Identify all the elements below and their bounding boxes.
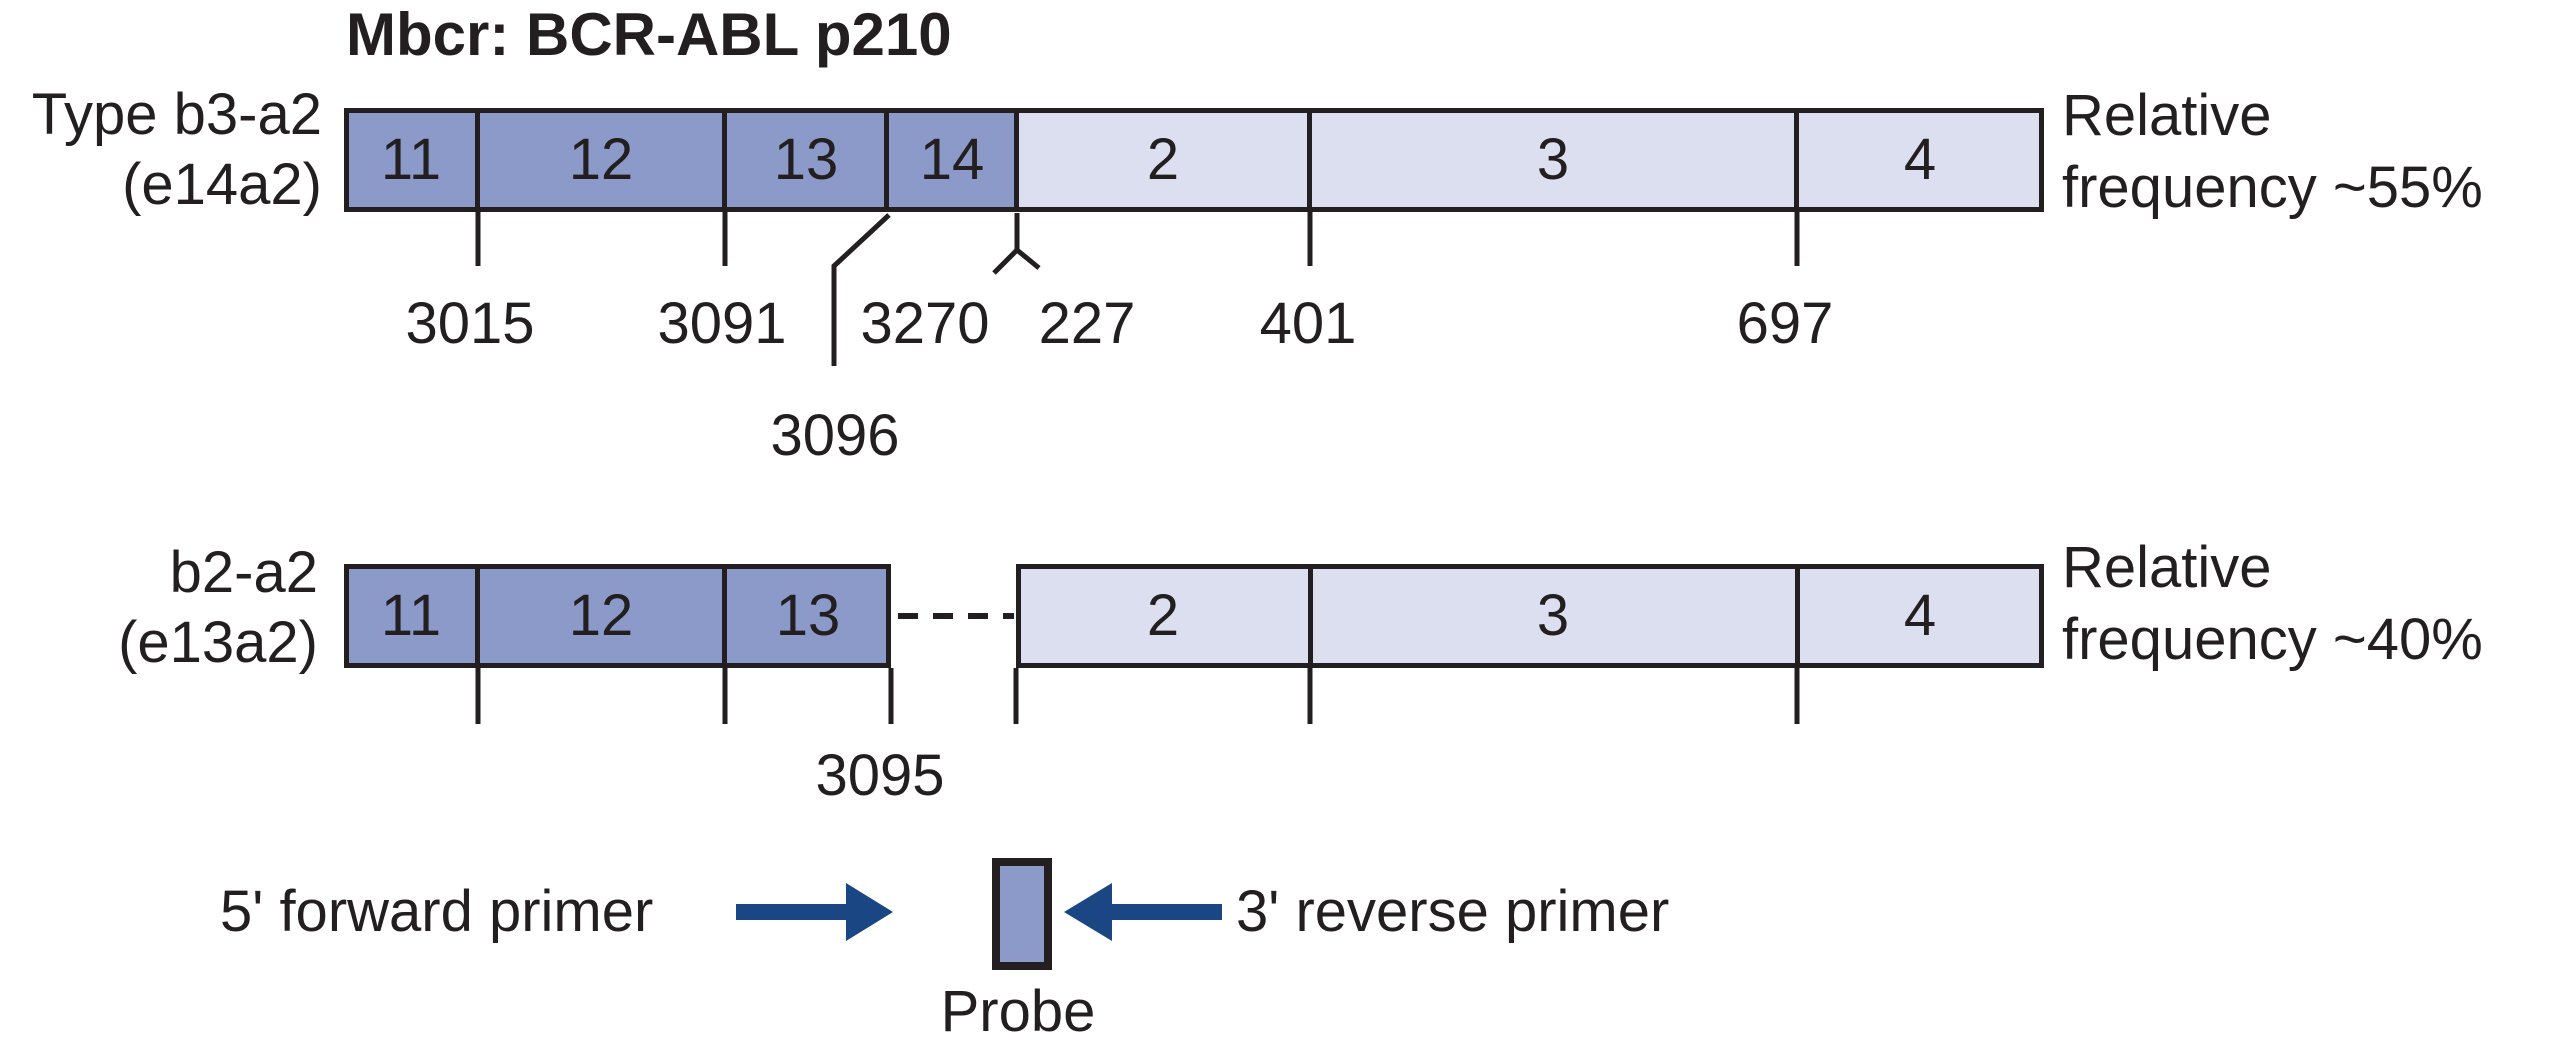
forward-primer-arrow-icon: [736, 883, 893, 941]
freq-line1: Relative: [2062, 83, 2272, 148]
exon-divider: [1794, 113, 1799, 207]
transcript-label-b3a2: Type b3-a2 (e14a2): [0, 80, 322, 220]
exon-bcr-12: 12: [568, 583, 634, 648]
relative-frequency-b3a2: Relative frequency ~55%: [2062, 80, 2483, 224]
exon-abl-2: 2: [1146, 127, 1180, 192]
bcr-region: [349, 113, 1017, 207]
exon-abl-4: 4: [1903, 583, 1937, 648]
exon-bcr-11: 11: [380, 583, 442, 648]
position-3096: 3096: [770, 403, 900, 468]
exon-bcr-13: 13: [773, 127, 839, 192]
exon-bcr-11: 11: [380, 127, 442, 192]
probe-label: Probe: [940, 979, 1096, 1044]
freq-line2: frequency ~55%: [2062, 155, 2483, 220]
exon-divider: [722, 569, 727, 663]
reverse-primer-arrow-icon: [1064, 883, 1222, 941]
transcript-alt-name: (e14a2): [122, 152, 322, 217]
position-3015: 3015: [405, 291, 535, 356]
exon-bcr-12: 12: [568, 127, 634, 192]
fusion-junction-divider: [1014, 113, 1019, 207]
exon-abl-2: 2: [1146, 583, 1180, 648]
exon-divider: [1795, 569, 1800, 663]
probe-marker: [992, 858, 1052, 970]
transcript-name: b2-a2: [169, 540, 318, 605]
exon-divider: [884, 113, 889, 207]
diagram-title: Mbcr: BCR-ABL p210: [346, 1, 952, 68]
transcript-alt-name: (e13a2): [118, 610, 318, 675]
position-697: 697: [1736, 291, 1834, 356]
position-3270: 3270: [860, 291, 990, 356]
exon-divider: [1308, 569, 1313, 663]
exon-divider: [1307, 113, 1312, 207]
transcript-name: Type b3-a2: [31, 82, 322, 147]
junction-fork-icon: [992, 213, 1041, 275]
exon-bar-b2a2-bcr: 11 12 13: [344, 564, 891, 668]
exon-divider: [722, 113, 727, 207]
forward-primer-label: 5' forward primer: [220, 879, 654, 944]
position-227: 227: [1038, 291, 1136, 356]
exon-bar-b3a2: 11 12 13 14 2 3 4: [344, 108, 2044, 212]
exon-divider: [475, 569, 480, 663]
exon-bcr-14: 14: [919, 127, 985, 192]
freq-line2: frequency ~40%: [2062, 607, 2483, 672]
exon-divider: [475, 113, 480, 207]
exon-bcr-13: 13: [775, 583, 841, 648]
position-3091: 3091: [657, 291, 787, 356]
exon-bar-b2a2-abl: 2 3 4: [1016, 564, 2044, 668]
relative-frequency-b2a2: Relative frequency ~40%: [2062, 532, 2483, 676]
reverse-primer-label: 3' reverse primer: [1236, 879, 1670, 944]
exon-abl-3: 3: [1536, 127, 1570, 192]
freq-line1: Relative: [2062, 535, 2272, 600]
exon-abl-4: 4: [1903, 127, 1937, 192]
position-3095: 3095: [815, 743, 945, 808]
exon-abl-3: 3: [1536, 583, 1570, 648]
transcript-label-b2a2: b2-a2 (e13a2): [0, 538, 318, 678]
position-401: 401: [1259, 291, 1357, 356]
